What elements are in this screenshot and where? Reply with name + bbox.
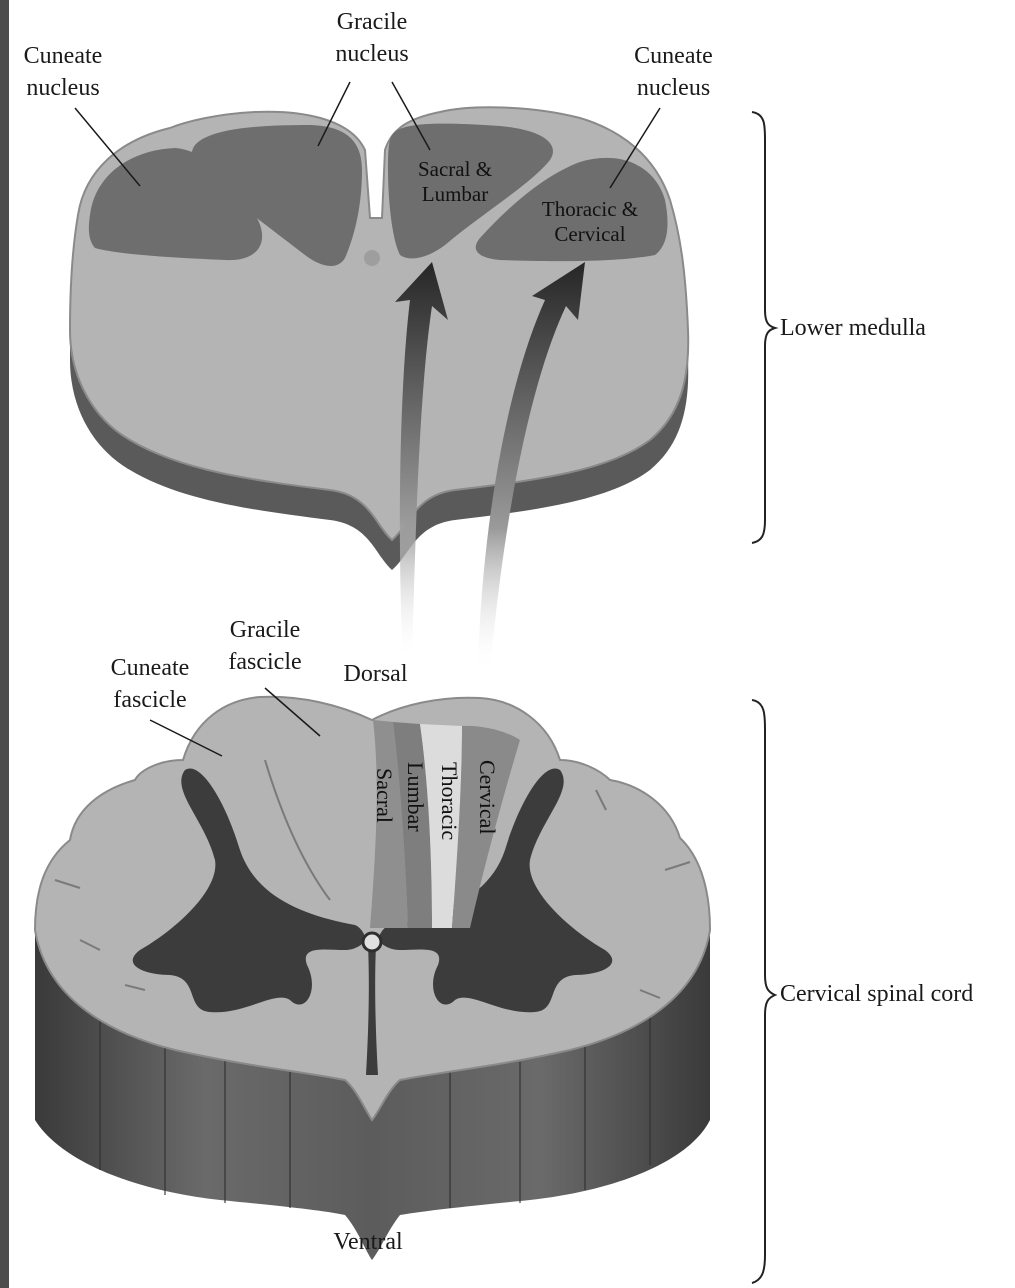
label-cervical-spinal-cord: Cervical spinal cord <box>780 978 1015 1010</box>
cord-central-canal <box>363 933 381 951</box>
label-lumbar-band: Lumbar <box>402 762 428 832</box>
label-lower-medulla: Lower medulla <box>780 312 1000 344</box>
label-dorsal: Dorsal <box>328 658 423 690</box>
label-ventral: Ventral <box>318 1226 418 1258</box>
label-cuneate-fascicle: Cuneate fascicle <box>90 652 210 716</box>
label-sacral-lumbar: Sacral & Lumbar <box>400 157 510 207</box>
cervical-spinal-cord-brace <box>752 700 775 1283</box>
label-gracile-nucleus: Gracile nucleus <box>312 6 432 70</box>
label-gracile-fascicle: Gracile fascicle <box>205 614 325 678</box>
label-sacral-band: Sacral <box>371 768 397 823</box>
label-cuneate-nucleus-right: Cuneate nucleus <box>616 40 731 104</box>
medulla-central-canal <box>364 250 380 266</box>
label-thoracic-cervical: Thoracic & Cervical <box>520 197 660 247</box>
lower-medulla-brace <box>752 112 775 543</box>
label-cervical-band: Cervical <box>474 760 500 835</box>
label-thoracic-band: Thoracic <box>436 762 462 840</box>
left-frame-bar <box>0 0 9 1288</box>
label-cuneate-nucleus-left: Cuneate nucleus <box>8 40 118 104</box>
lower-medulla-section <box>70 107 688 570</box>
